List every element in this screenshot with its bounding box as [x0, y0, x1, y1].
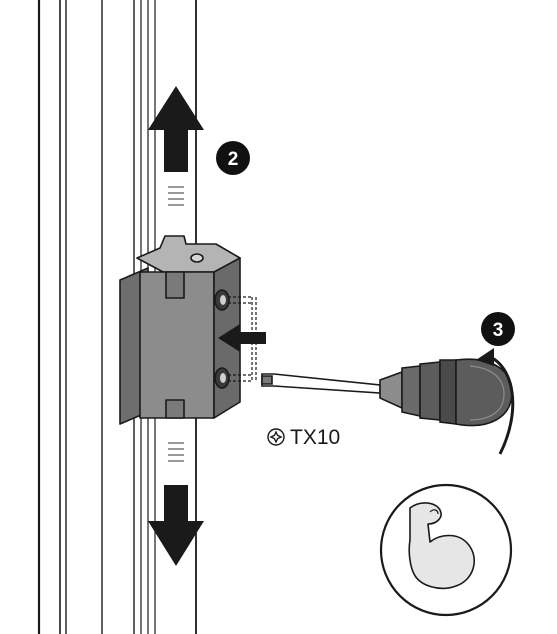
rail-ticks-top	[168, 186, 184, 206]
torx-icon	[267, 428, 285, 446]
step-2-badge: 2	[216, 141, 250, 175]
step-3-number: 3	[493, 320, 504, 341]
rotate-arrow-icon	[476, 348, 515, 455]
clamp-block	[119, 235, 241, 425]
bit-size-label: TX10	[290, 426, 340, 449]
insert-arrow-icon	[218, 324, 266, 352]
flexed-arm-icon	[408, 502, 476, 590]
step-3-badge: 3	[481, 312, 515, 346]
down-arrow-icon	[148, 485, 204, 566]
strength-indicator	[379, 483, 513, 617]
rail-ticks-bottom	[168, 442, 184, 462]
up-arrow-icon	[148, 86, 204, 172]
screwdriver	[261, 358, 513, 427]
step-2-number: 2	[228, 149, 239, 170]
